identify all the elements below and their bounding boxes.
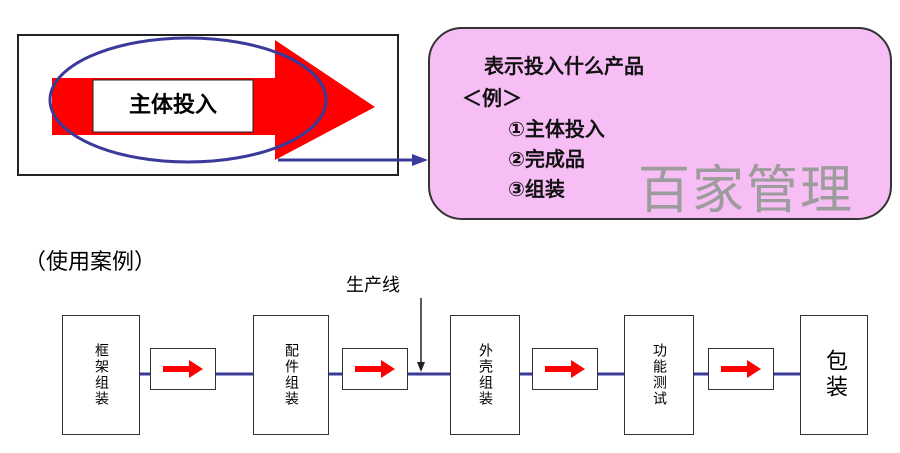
flow-arrow-icon [355, 360, 395, 378]
stage-label-3: 外壳组装 [477, 343, 493, 407]
callout-box [428, 27, 892, 220]
conveyor-box-1 [150, 348, 216, 390]
stage-label-1: 框架组装 [93, 343, 109, 407]
conveyor-box-4 [708, 348, 774, 390]
stage-shell-assembly: 外壳组装 [450, 315, 520, 435]
case-title: （使用案例） [24, 250, 157, 275]
stage-parts-assembly: 配件组装 [253, 315, 329, 435]
connector-arrowhead [412, 154, 428, 166]
production-line-label: 生产线 [346, 275, 400, 296]
flow-arrow-icon [721, 360, 761, 378]
callout-line-1: 表示投入什么产品 [484, 54, 644, 78]
stage-frame-assembly: 框架组装 [62, 315, 140, 435]
stage-packaging: 包装 [800, 315, 868, 435]
stage-label-5: 包装 [822, 349, 847, 401]
legend-label: 主体投入 [128, 93, 217, 118]
callout-line-2: ＜例＞ [462, 86, 522, 110]
conveyor-box-3 [532, 348, 598, 390]
flow-arrow-icon [545, 360, 585, 378]
flow-arrow-icon [163, 360, 203, 378]
stage-label-4: 功能测试 [651, 343, 667, 407]
top-diagram [17, 34, 428, 176]
callout-item-2: ②完成品 [508, 147, 585, 171]
line-label-pointer-head [417, 362, 425, 372]
callout-item-3: ③组装 [508, 177, 565, 201]
stage-function-test: 功能测试 [624, 315, 694, 435]
highlight-ellipse [48, 36, 328, 164]
stage-label-2: 配件组装 [283, 343, 299, 407]
legend-label-box [92, 79, 254, 133]
conveyor-box-2 [342, 348, 408, 390]
watermark: 百家管理 [638, 161, 855, 221]
callout-item-1: ①主体投入 [508, 117, 605, 141]
